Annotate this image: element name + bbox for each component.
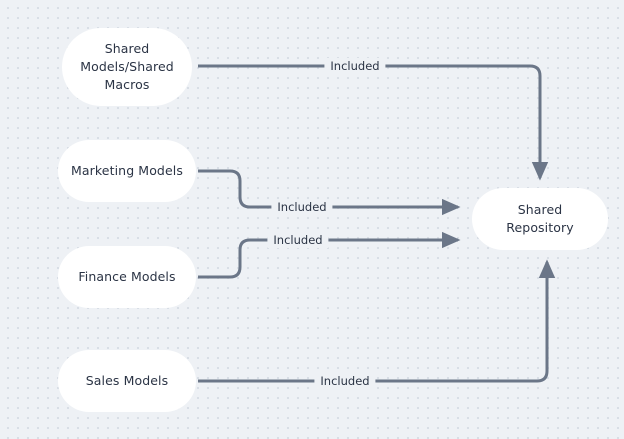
edge-finance-models-to-repo bbox=[198, 231, 461, 279]
edge-label-marketing-models-to-repo: Included bbox=[271, 199, 333, 215]
edge-label-sales-models-to-repo: Included bbox=[314, 373, 376, 389]
node-marketing-models-label: Marketing Models bbox=[71, 163, 183, 178]
edge-sales-models-to-repo bbox=[198, 259, 556, 383]
node-shared-models-label: Shared Models/Shared Macros bbox=[80, 41, 174, 92]
edge-label-finance-models-to-repo: Included bbox=[267, 232, 329, 248]
edge-shared-models-to-repo bbox=[198, 64, 549, 181]
node-finance-models-label: Finance Models bbox=[78, 269, 176, 284]
edge-marketing-models-to-repo bbox=[198, 169, 461, 216]
node-shared-repository-label: Shared Repository bbox=[506, 202, 574, 235]
node-sales-models[interactable]: Sales Models bbox=[58, 350, 196, 412]
node-shared-repository[interactable]: Shared Repository bbox=[472, 188, 608, 250]
edge-label-shared-models-to-repo: Included bbox=[324, 58, 386, 74]
node-sales-models-label: Sales Models bbox=[85, 373, 169, 388]
node-finance-models[interactable]: Finance Models bbox=[58, 246, 196, 308]
node-marketing-models[interactable]: Marketing Models bbox=[58, 140, 196, 202]
node-shared-models[interactable]: Shared Models/Shared Macros bbox=[62, 28, 192, 106]
